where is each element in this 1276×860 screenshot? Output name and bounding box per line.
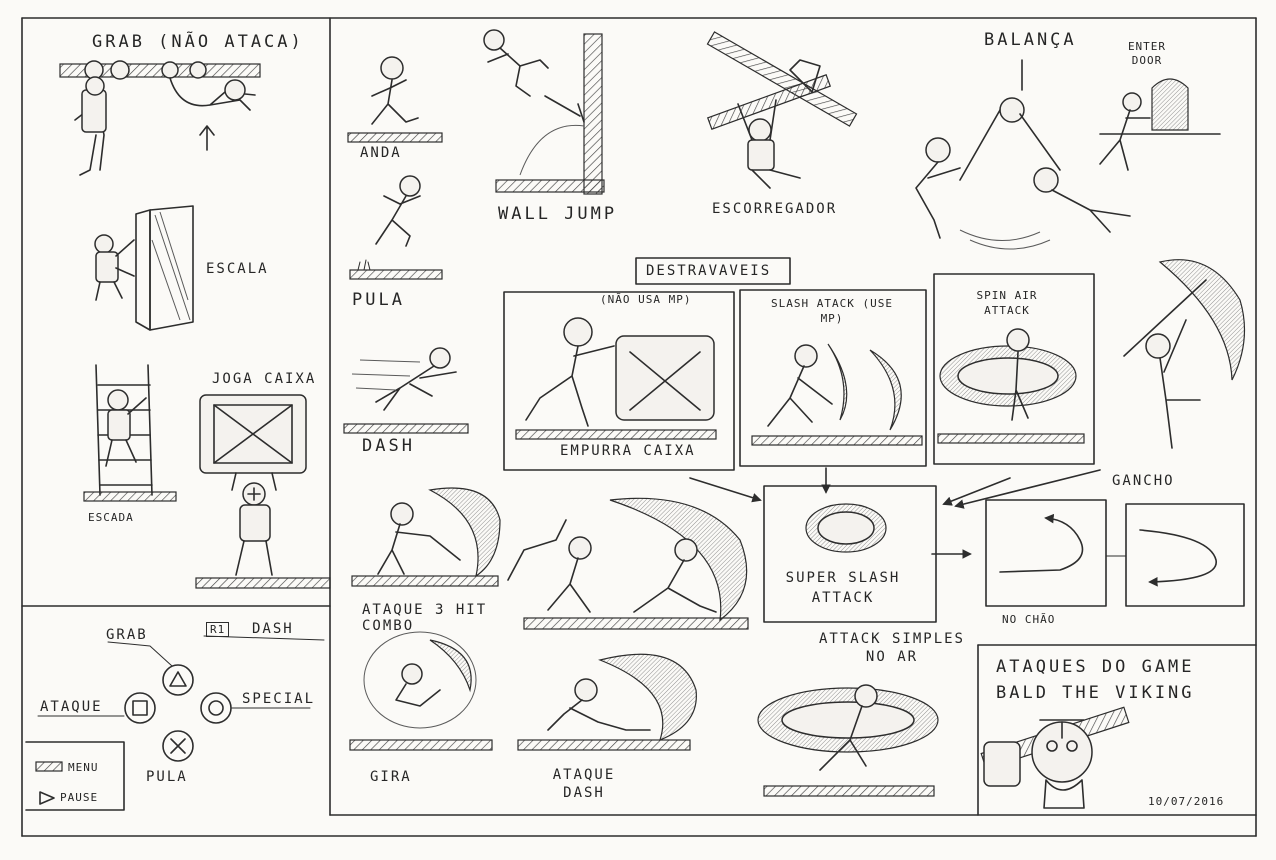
control-ataque-label: ATAQUE [40, 699, 103, 715]
escala-illustration [94, 205, 194, 331]
gancho-label: GANCHO [1112, 473, 1175, 489]
enter-door-label: ENTER DOOR [1127, 40, 1167, 67]
gira-label: GIRA [370, 769, 412, 785]
control-grab-label: GRAB [106, 627, 148, 643]
destravaveis-boxes [503, 257, 1246, 471]
ataque-dash-label: ATAQUE DASH [552, 767, 616, 801]
escorregador-illustration [706, 31, 858, 189]
slash-attack-label: SLASH ATACK (USE MP) [771, 297, 893, 325]
pula-label: PULA [352, 290, 405, 310]
attack-simples-illustration [757, 684, 939, 797]
viking-portrait [980, 706, 1130, 809]
joga-caixa-illustration [195, 394, 331, 589]
dash-illustration [343, 347, 469, 434]
joga-caixa-label: JOGA CAIXA [212, 371, 317, 387]
empurra-caixa-label: EMPURRA CAIXA [560, 443, 696, 459]
balanca-illustration [915, 59, 1131, 250]
nao-usa-mp-label: (NÃO USA MP) [600, 293, 692, 306]
anda-illustration [347, 56, 443, 143]
gira-illustration [349, 631, 493, 751]
escada-illustration [83, 364, 177, 502]
escada-label: ESCADA [88, 511, 134, 524]
no-chao-label: NO CHÃO [1002, 613, 1056, 626]
control-dash-label: DASH [252, 621, 294, 637]
attack-simples-label: ATTACK SIMPLES NO AR [818, 631, 965, 665]
flow-arrows [689, 467, 1101, 559]
escala-label: ESCALA [206, 261, 269, 277]
enter-door-illustration [1099, 78, 1221, 171]
gancho-panels [985, 499, 1245, 607]
anda-label: ANDA [360, 145, 402, 161]
super-slash-label: SUPER SLASH ATTACK [785, 570, 901, 606]
ataque-combo-illustration [351, 487, 749, 630]
grab-title: GRAB (NÃO ATACA) [92, 32, 304, 52]
escorregador-label: ESCORREGADOR [712, 201, 838, 217]
wall-jump-label: WALL JUMP [498, 204, 618, 224]
super-slash-illustration [763, 485, 937, 623]
control-pula-label: PULA [146, 769, 188, 785]
destravaveis-label: DESTRAVAVEIS [646, 263, 772, 279]
dash-label: DASH [362, 436, 415, 456]
spin-air-attack-label: SPIN AIR ATTACK [976, 289, 1038, 317]
grab-illustration [59, 60, 261, 176]
control-pause-label: PAUSE [60, 791, 99, 804]
control-r1-label: R1 [206, 622, 230, 637]
ataque-dash-illustration [517, 653, 697, 751]
control-special-label: SPECIAL [242, 691, 316, 707]
balanca-label: BALANÇA [984, 30, 1077, 50]
control-menu-label: MENU [68, 761, 99, 774]
pula-illustration [349, 175, 443, 280]
date-label: 10/07/2016 [1148, 795, 1225, 808]
ataque-combo-label: ATAQUE 3 HIT COMBO [362, 602, 488, 634]
page-title: ATAQUES DO GAME BALD THE VIKING [996, 657, 1195, 703]
wall-jump-illustration [483, 29, 605, 195]
page-border [21, 17, 1257, 837]
